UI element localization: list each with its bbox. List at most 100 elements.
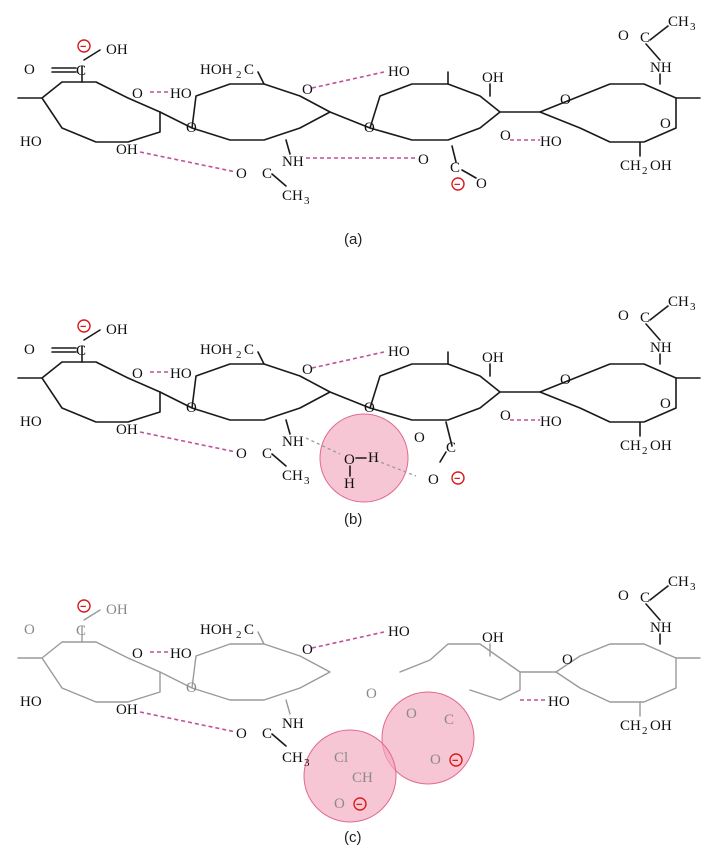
panel-c-nh-right: NH xyxy=(650,620,672,636)
svg-text:−: − xyxy=(454,473,460,485)
panel-b-carboxyl2-o: O xyxy=(414,430,425,446)
panel-a-hoh2c: HOH xyxy=(200,62,233,78)
panel-b-nh-bond xyxy=(285,419,291,435)
panel-a-carboxyl-oh-bond xyxy=(83,49,101,61)
panel-a-ho-left: HO xyxy=(20,134,42,150)
panel-b-ring-o-2: O xyxy=(302,362,313,378)
panel-c-hoh2c-sub: 2 xyxy=(236,629,242,641)
panel-a-ho-right: HO xyxy=(540,134,562,150)
panel-a-ho-top: HO xyxy=(388,64,410,80)
panel-b-hbond-3 xyxy=(139,431,237,453)
panel-c-carboxyl-oh-bond xyxy=(83,609,101,621)
panel-c-negative-charge-1: − xyxy=(77,599,91,613)
panel-b-hoh2c: HOH xyxy=(200,342,233,358)
panel-a-amide-c: C xyxy=(262,166,272,182)
panel-a-carboxyl-c: C xyxy=(76,63,86,79)
panel-a-negative-charge-1: − xyxy=(77,39,91,53)
panel-b-ho-right: HO xyxy=(540,414,562,430)
panel-a-carboxyl2-1 xyxy=(451,145,457,163)
panel-c-amide-right-1 xyxy=(645,603,661,621)
panel-c-oh-top: OH xyxy=(482,630,504,646)
panel-c-cleaved-o3: O xyxy=(334,796,345,812)
panel-b-amide-o: O xyxy=(236,446,247,462)
panel-a-oh-left: OH xyxy=(116,142,138,158)
panel-b-amide-right-o: O xyxy=(618,308,629,324)
panel-a-ch2oh-oh: OH xyxy=(650,158,672,174)
panel-a-carboxyl2-o2: O xyxy=(476,176,487,192)
panel-c-hoh2c-c: C xyxy=(244,622,254,638)
panel-c-hoh2c: HOH xyxy=(200,622,233,638)
panel-c-cleaved-c: C xyxy=(444,712,454,728)
panel-a-link-o-2: O xyxy=(364,120,375,136)
panel-c-carboxyl-c: C xyxy=(76,623,86,639)
panel-a-nh-mid: NH xyxy=(282,154,304,170)
panel-b-link-o-2: O xyxy=(364,400,375,416)
panel-c-nh-bond xyxy=(285,699,291,715)
panel-b-ring-o-4: O xyxy=(660,396,671,412)
panel-a-caption: (a) xyxy=(344,231,362,248)
panel-b-ch2oh-oh: OH xyxy=(650,438,672,454)
svg-text:−: − xyxy=(80,321,86,333)
panel-a-carboxyl2-c: C xyxy=(450,160,460,176)
panel-b-nh-mid: NH xyxy=(282,434,304,450)
panel-c-ch2-bond xyxy=(257,631,265,645)
panel-c-amide-o: O xyxy=(236,726,247,742)
panel-b-amide-right-1 xyxy=(645,323,661,341)
panel-b-negative-charge-1: − xyxy=(77,319,91,333)
panel-c-link-o-2: O xyxy=(366,686,377,702)
panel-a-amide-right-c: C xyxy=(640,30,650,46)
panel-b-ho-link: HO xyxy=(170,366,192,382)
panel-b-amide-right-ch3: CH xyxy=(668,294,689,310)
panel-a: OH O C − O HO HOH 2 C O HO OH O O O O HO… xyxy=(17,14,701,248)
panel-c-caption: (c) xyxy=(344,829,362,846)
panel-c-ring-o-1: O xyxy=(132,646,143,662)
panel-b-nh-right: NH xyxy=(650,340,672,356)
panel-b-water-hbond-coo xyxy=(369,457,417,477)
panel-a-ch2oh: CH xyxy=(620,158,641,174)
panel-a-amide-mid xyxy=(271,173,287,187)
panel-c-cleaved-cl: Cl xyxy=(334,750,348,766)
panel-b-amide-right-c: C xyxy=(640,310,650,326)
panel-c-nh-mid: NH xyxy=(282,716,304,732)
panel-c-oh-left: OH xyxy=(116,702,138,718)
panel-c-ch2oh: CH xyxy=(620,718,641,734)
panel-b-ring-o-3: O xyxy=(500,408,511,424)
panel-a-ring-3 xyxy=(329,83,501,141)
panel-a-ring-o-3: O xyxy=(500,128,511,144)
panel-a-amide-right-o: O xyxy=(618,28,629,44)
panel-b-water-h2: H xyxy=(344,476,355,492)
panel-a-amide-right-ch3-sub: 3 xyxy=(690,21,696,33)
panel-c-link-o-1: O xyxy=(186,680,197,696)
panel-a-ch2oh-sub: 2 xyxy=(642,165,648,177)
svg-text:−: − xyxy=(454,179,460,191)
panel-b-ch2oh: CH xyxy=(620,438,641,454)
panel-b-hoh2c-c: C xyxy=(244,342,254,358)
panel-c-amide-ch3: CH xyxy=(282,750,303,766)
panel-a-nh-bond xyxy=(285,139,291,155)
panel-b-caption: (b) xyxy=(344,511,362,528)
panel-b-amide-right-2 xyxy=(649,305,669,321)
panel-b-carboxyl2-2 xyxy=(439,451,447,463)
panel-a-ring-o-4: O xyxy=(660,116,671,132)
panel-a-carboxyl2-o: O xyxy=(418,152,429,168)
panel-a-hbond-2 xyxy=(311,71,385,89)
svg-text:−: − xyxy=(356,799,362,811)
panel-b-ho-top: HO xyxy=(388,344,410,360)
panel-a-hoh2c-c: C xyxy=(244,62,254,78)
panel-c-cleaved-o2: O xyxy=(430,752,441,768)
panel-a-amide-right-2 xyxy=(649,25,669,41)
panel-a-ring-o-2: O xyxy=(302,82,313,98)
panel-c-amide-c: C xyxy=(262,726,272,742)
panel-b-carboxyl-c: C xyxy=(76,343,86,359)
panel-a-oh-top: OH xyxy=(482,70,504,86)
panel-b-oh-top: OH xyxy=(482,350,504,366)
panel-a-ring-o-1: O xyxy=(132,86,143,102)
panel-b-ring-o-1: O xyxy=(132,366,143,382)
panel-b-hbond-2 xyxy=(311,351,385,369)
panel-b-carboxyl-o-left: O xyxy=(24,342,35,358)
panel-b-oh-left: OH xyxy=(116,422,138,438)
panel-a-ring-4 xyxy=(499,83,701,113)
panel-a-amide-ch3-sub: 3 xyxy=(304,195,310,207)
panel-c-cleavage-highlight-2 xyxy=(381,691,475,785)
